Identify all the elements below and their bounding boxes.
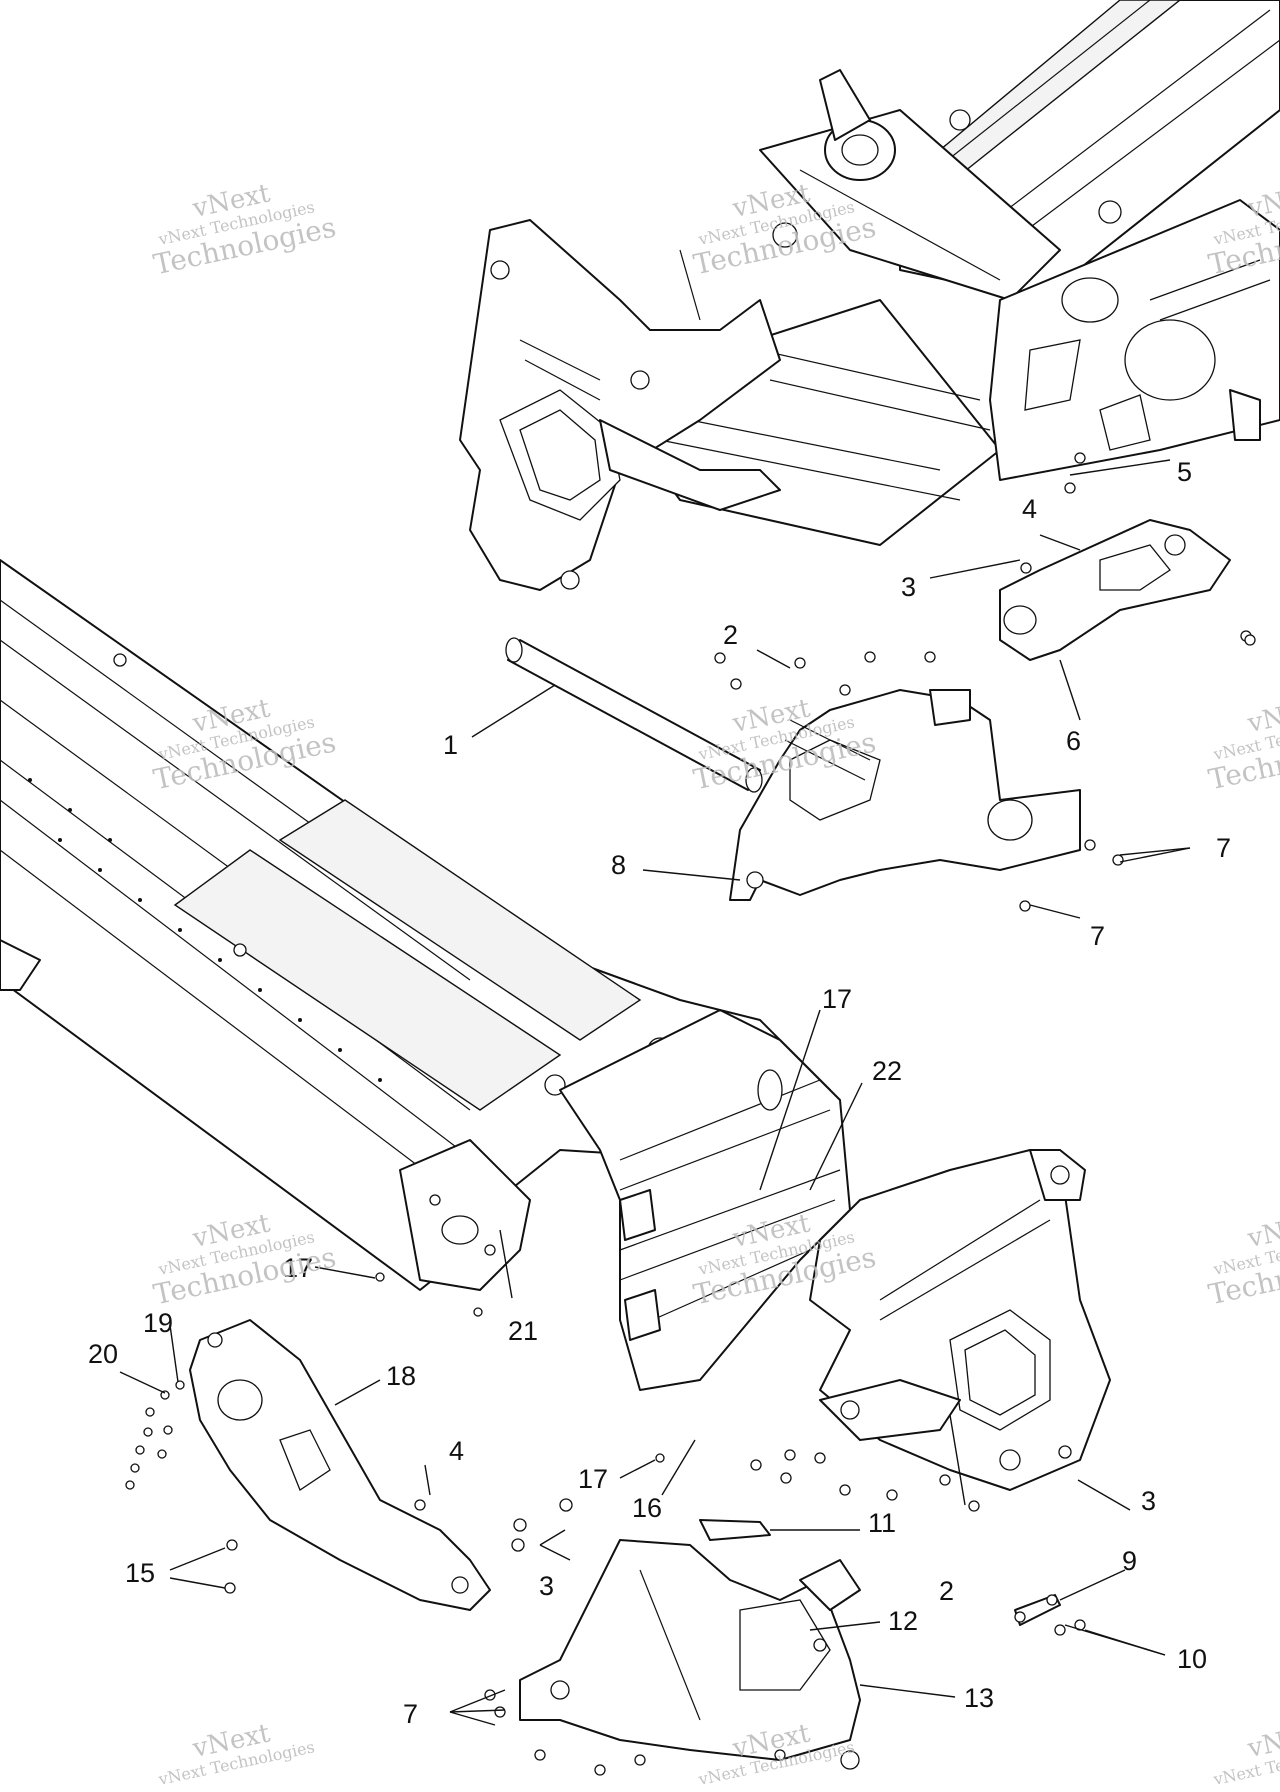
callout-6: 6 — [1066, 726, 1081, 756]
callout-20: 20 — [88, 1339, 118, 1369]
shaft-part-1 — [505, 637, 763, 793]
callout-7: 7 — [1090, 921, 1105, 951]
callout-3: 3 — [539, 1571, 554, 1601]
watermark: vNext vNext Technologies Technologies — [1206, 1208, 1280, 1311]
callout-4: 4 — [1022, 494, 1037, 524]
callout-21: 21 — [508, 1316, 538, 1346]
callout-labels: 1 2 2 3 3 3 4 4 5 6 7 7 7 8 9 10 11 12 1… — [88, 457, 1231, 1729]
callout-7: 7 — [403, 1699, 418, 1729]
watermark: vNext vNext Technologies — [156, 1718, 316, 1789]
bracket-part-13 — [519, 1539, 861, 1770]
callout-3: 3 — [901, 572, 916, 602]
lower-right-bulkhead — [809, 1149, 1111, 1491]
callout-17: 17 — [578, 1464, 608, 1494]
callout-10: 10 — [1177, 1644, 1207, 1674]
bracket-part-6 — [999, 389, 1261, 661]
callout-11: 11 — [868, 1508, 896, 1538]
plate-part-18 — [189, 1319, 491, 1611]
callout-1: 1 — [443, 730, 458, 760]
callout-5: 5 — [1177, 457, 1192, 487]
callout-9: 9 — [1122, 1546, 1137, 1576]
callout-16: 16 — [632, 1493, 662, 1523]
callout-4: 4 — [449, 1436, 464, 1466]
bracket-part-8 — [729, 689, 1081, 901]
callout-12: 12 — [888, 1606, 918, 1636]
callout-2: 2 — [723, 620, 738, 650]
upper-tunnel-assembly — [459, 0, 1280, 591]
watermark: vNext vNext Technologies — [1211, 1718, 1280, 1789]
callout-15: 15 — [125, 1558, 155, 1588]
leader-lines — [119, 459, 1191, 1726]
callout-17: 17 — [283, 1253, 313, 1283]
watermark: vNext vNext Technologies Technologies — [1206, 693, 1280, 796]
callout-3: 3 — [1141, 1486, 1156, 1516]
callout-7: 7 — [1216, 833, 1231, 863]
callout-2: 2 — [939, 1576, 954, 1606]
callout-8: 8 — [611, 850, 626, 880]
small-hardware — [125, 452, 1256, 1776]
callout-18: 18 — [386, 1361, 416, 1391]
callout-17: 17 — [822, 984, 852, 1014]
watermark: vNext vNext Technologies Technologies — [151, 178, 339, 281]
callout-19: 19 — [143, 1308, 173, 1338]
tunnel-middle-section — [559, 1009, 851, 1391]
callout-22: 22 — [872, 1056, 902, 1086]
watermark: vNext vNext Technologies Technologies — [151, 1208, 339, 1311]
callout-13: 13 — [964, 1683, 994, 1713]
